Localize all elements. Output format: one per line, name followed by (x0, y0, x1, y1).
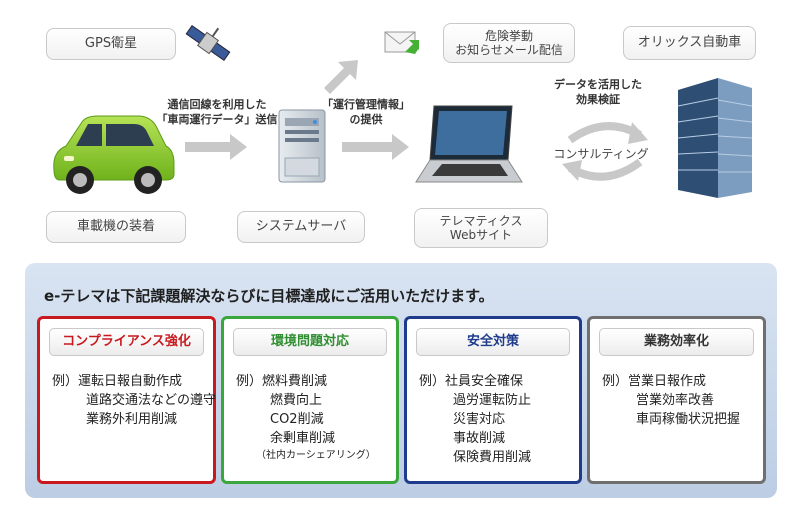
card-safety-list: 例）社員安全確保 過労運転防止 災害対応 事故削減 保険費用削減 (419, 372, 579, 467)
telematics-web-line2: Webサイト (449, 228, 513, 242)
arrow-car-to-server (185, 134, 247, 160)
list-item: 営業効率改善 (636, 393, 715, 408)
flow-label-verify: データを活用した 効果検証 (548, 78, 648, 108)
flow-label-provide: 「運行管理情報」 の提供 (316, 98, 416, 128)
orix-auto-text: オリックス自動車 (637, 35, 742, 51)
cycle-arrows (562, 122, 648, 181)
car-device-label: 車載機の装着 (46, 211, 186, 243)
laptop-illustration (415, 105, 523, 183)
list-item: 例）営業日報作成 (602, 374, 707, 389)
system-server-text: システムサーバ (255, 219, 347, 235)
danger-alert-line1: 危険挙動 (484, 28, 533, 43)
list-item-note: （社内カーシェアリング） (256, 450, 376, 461)
card-efficiency-list: 例）営業日報作成 営業効率改善 車両稼働状況把握 (602, 372, 763, 429)
card-environment: 環境問題対応 例）燃料費削減 燃費向上 CO2削減 余剰車削減 （社内カーシェア… (221, 316, 399, 484)
consulting-text: コンサルティング (553, 147, 649, 161)
list-item: 例）運転日報自動作成 (52, 374, 183, 389)
mail-envelope-icon (384, 31, 419, 54)
arrow-up-to-mail (324, 60, 358, 94)
orix-auto-label: オリックス自動車 (623, 26, 756, 60)
card-efficiency-title: 業務効率化 (599, 328, 754, 356)
list-item: 保険費用削減 (453, 450, 532, 465)
card-safety-title: 安全対策 (416, 328, 570, 356)
list-item: 道路交通法などの遵守 (86, 393, 217, 408)
server-illustration (278, 109, 326, 183)
telematics-web-line1: テレマティクス (439, 213, 523, 228)
satellite-icon (185, 25, 231, 61)
flow-label-provide-line1: 「運行管理情報」 (322, 98, 410, 111)
card-compliance-list: 例）運転日報自動作成 道路交通法などの遵守 業務外利用削減 (52, 372, 217, 429)
usage-panel-title: e-テレマは下記課題解決ならびに目標達成にご活用いただけます。 (44, 287, 494, 305)
flow-label-send-line1: 通信回線を利用した (167, 98, 267, 111)
building-illustration (677, 78, 753, 198)
card-environment-title: 環境問題対応 (233, 328, 387, 356)
system-server-label: システムサーバ (237, 211, 365, 243)
list-item: CO2削減 (270, 412, 324, 427)
green-car-illustration (53, 115, 175, 194)
list-item: 車両稼働状況把握 (636, 412, 741, 427)
list-item: 燃費向上 (270, 393, 323, 408)
list-item: 災害対応 (453, 412, 506, 427)
telematics-web-label: テレマティクス Webサイト (414, 208, 548, 248)
flow-label-send-line2: 「車両運行データ」送信 (156, 112, 278, 126)
list-item: 業務外利用削減 (86, 412, 178, 427)
list-item: 事故削減 (453, 431, 506, 446)
card-compliance-title: コンプライアンス強化 (49, 328, 204, 356)
card-compliance: コンプライアンス強化 例）運転日報自動作成 道路交通法などの遵守 業務外利用削減 (37, 316, 216, 484)
danger-alert-mail-label: 危険挙動 お知らせメール配信 (443, 23, 575, 63)
flow-label-send: 通信回線を利用した 「車両運行データ」送信 (152, 98, 282, 128)
danger-alert-line2: お知らせメール配信 (455, 43, 563, 57)
gps-satellite-text: GPS衛星 (84, 36, 138, 52)
list-item: 例）社員安全確保 (419, 374, 524, 389)
card-environment-list: 例）燃料費削減 燃費向上 CO2削減 余剰車削減 （社内カーシェアリング） (236, 372, 396, 463)
list-item: 過労運転防止 (453, 393, 532, 408)
gps-satellite-label: GPS衛星 (46, 28, 176, 60)
flow-label-verify-line2: 効果検証 (576, 92, 620, 106)
arrow-server-to-web (342, 134, 409, 160)
list-item: 余剰車削減 (270, 431, 336, 446)
car-device-text: 車載機の装着 (76, 219, 155, 235)
card-efficiency: 業務効率化 例）営業日報作成 営業効率改善 車両稼働状況把握 (587, 316, 766, 484)
flow-label-verify-line1: データを活用した (554, 78, 642, 91)
flow-label-provide-line2: の提供 (349, 112, 383, 126)
card-safety: 安全対策 例）社員安全確保 過労運転防止 災害対応 事故削減 保険費用削減 (404, 316, 582, 484)
consulting-label: コンサルティング (551, 146, 651, 162)
list-item: 例）燃料費削減 (236, 374, 328, 389)
